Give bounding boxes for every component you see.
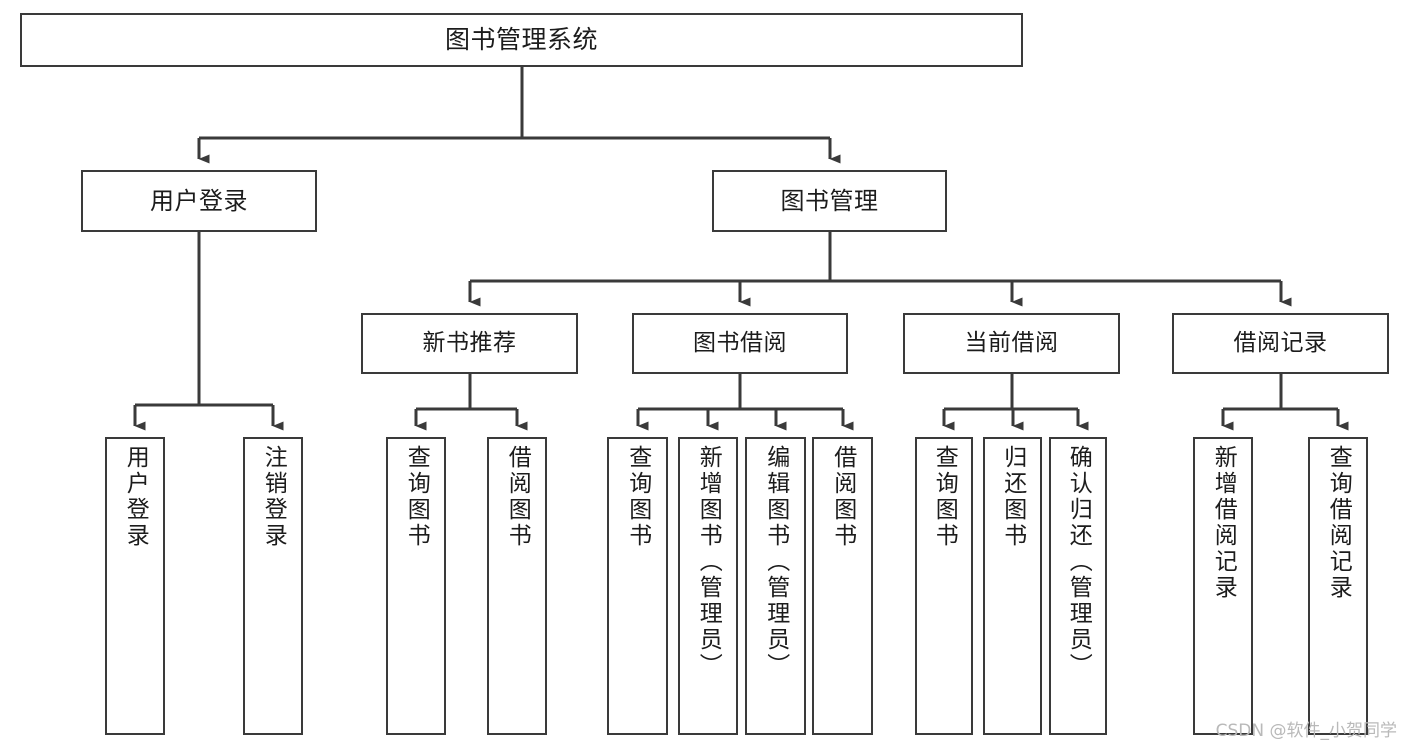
- node-user-login-label: 用户登录: [150, 186, 248, 215]
- node-new-book-recommend-label: 新书推荐: [422, 329, 517, 356]
- node-leaf-add-record-label: 新增借阅记录: [1210, 445, 1237, 601]
- node-leaf-query-book-current-label: 查询图书: [931, 445, 958, 549]
- node-borrow-record-label: 借阅记录: [1233, 329, 1328, 356]
- node-leaf-user-login[interactable]: 用户登录: [105, 437, 165, 735]
- node-leaf-borrow-book[interactable]: 借阅图书: [812, 437, 873, 735]
- node-book-management[interactable]: 图书管理: [712, 170, 947, 232]
- watermark-text: CSDN @软件_小贺同学: [1215, 721, 1397, 741]
- node-leaf-edit-book-label: 编辑图书（管理员）: [762, 445, 789, 679]
- node-leaf-query-book-borrow-label: 查询图书: [624, 445, 651, 549]
- node-leaf-user-logout[interactable]: 注销登录: [243, 437, 303, 735]
- node-leaf-confirm-return-label: 确认归还（管理员）: [1065, 445, 1092, 679]
- node-leaf-user-logout-label: 注销登录: [260, 445, 287, 549]
- node-book-borrow[interactable]: 图书借阅: [632, 313, 848, 374]
- node-leaf-borrow-book-rec-label: 借阅图书: [504, 445, 531, 549]
- node-leaf-add-record[interactable]: 新增借阅记录: [1193, 437, 1253, 735]
- node-new-book-recommend[interactable]: 新书推荐: [361, 313, 578, 374]
- node-borrow-record[interactable]: 借阅记录: [1172, 313, 1389, 374]
- node-leaf-edit-book[interactable]: 编辑图书（管理员）: [745, 437, 806, 735]
- node-book-borrow-label: 图书借阅: [693, 329, 787, 356]
- node-root-label: 图书管理系统: [444, 25, 598, 55]
- node-leaf-user-login-label: 用户登录: [122, 445, 149, 549]
- node-leaf-query-record[interactable]: 查询借阅记录: [1308, 437, 1368, 735]
- node-leaf-confirm-return[interactable]: 确认归还（管理员）: [1049, 437, 1107, 735]
- node-user-login[interactable]: 用户登录: [81, 170, 317, 232]
- node-leaf-query-record-label: 查询借阅记录: [1325, 445, 1352, 601]
- node-leaf-return-book[interactable]: 归还图书: [983, 437, 1042, 735]
- node-leaf-query-book-borrow[interactable]: 查询图书: [607, 437, 668, 735]
- node-root[interactable]: 图书管理系统: [20, 13, 1023, 67]
- node-leaf-borrow-book-rec[interactable]: 借阅图书: [487, 437, 547, 735]
- node-current-borrow[interactable]: 当前借阅: [903, 313, 1120, 374]
- node-leaf-add-book-label: 新增图书（管理员）: [695, 445, 722, 679]
- node-leaf-query-book-rec-label: 查询图书: [403, 445, 430, 549]
- node-leaf-borrow-book-label: 借阅图书: [829, 445, 856, 549]
- node-leaf-query-book-rec[interactable]: 查询图书: [386, 437, 446, 735]
- node-leaf-add-book[interactable]: 新增图书（管理员）: [678, 437, 738, 735]
- node-current-borrow-label: 当前借阅: [964, 329, 1059, 356]
- node-book-management-label: 图书管理: [780, 186, 879, 215]
- node-leaf-return-book-label: 归还图书: [999, 445, 1026, 549]
- node-leaf-query-book-current[interactable]: 查询图书: [915, 437, 973, 735]
